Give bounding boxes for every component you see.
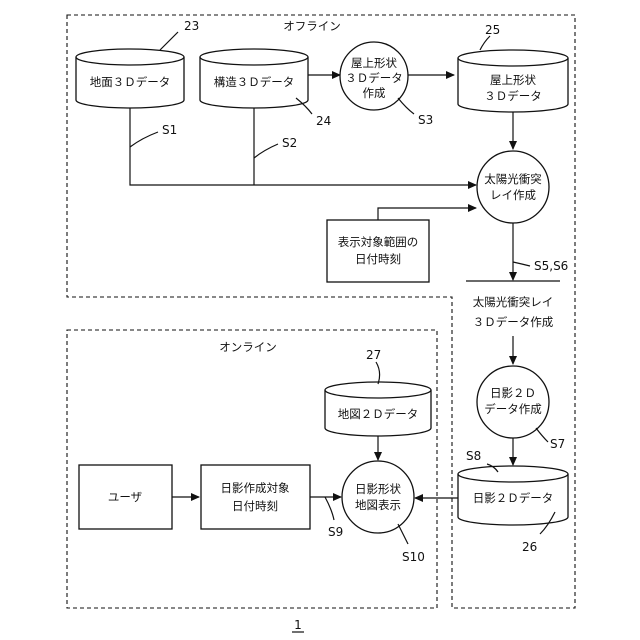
ray-make-line-2: レイ作成 [490,188,536,202]
user-label: ユーザ [108,490,142,504]
leader-s1 [130,132,158,147]
ref-s3: S3 [418,113,433,127]
roof-shape-3d-data-cylinder: 屋上形状 ３Ｄデータ [458,50,568,112]
shadow-2d-make-circle: 日影２Ｄ データ作成 [477,366,549,438]
map-2d-data-label: 地図２Ｄデータ [338,407,419,421]
shadow-make-line-1: 日影２Ｄ [490,386,536,400]
ref-s7: S7 [550,437,565,451]
ray3d-make-line-1: 太陽光衝突レイ [473,295,554,309]
user-box: ユーザ [79,465,172,529]
leader-23 [160,32,178,50]
leader-25 [480,36,490,50]
ground-3d-data-cylinder: 地面３Ｄデータ [76,49,184,108]
roof-make-line-2: ３Ｄデータ [345,71,403,85]
structure-3d-data-cylinder: 構造３Ｄデータ [200,49,308,108]
leader-s9 [325,497,334,520]
display-range-line-2: 日付時刻 [355,252,401,266]
roof-make-line-1: 屋上形状 [351,56,397,70]
leader-s2 [254,144,278,158]
shadow-target-line-1: 日影作成対象 [221,481,290,495]
roof-3d-line-2: ３Ｄデータ [484,89,542,103]
ref-23: 23 [184,19,199,33]
ref-26: 26 [522,540,537,554]
roof-shape-make-circle: 屋上形状 ３Ｄデータ 作成 [340,42,408,110]
ref-24: 24 [316,114,331,128]
roof-make-line-3: 作成 [363,86,386,100]
ref-s2: S2 [282,136,297,150]
shadow-map-display-circle: 日影形状 地図表示 [342,461,414,533]
map-2d-data-cylinder: 地図２Ｄデータ [325,382,431,436]
display-range-line-1: 表示対象範囲の [338,235,419,249]
shadow-2d-data-cylinder: 日影２Ｄデータ [458,466,568,525]
display-range-datetime-box: 表示対象範囲の 日付時刻 [327,220,429,282]
offline-region-label: オフライン [283,19,341,33]
ref-s9: S9 [328,525,343,539]
ref-27: 27 [366,348,381,362]
figure-number: 1 [294,618,302,632]
shadow-make-line-2: データ作成 [484,402,542,416]
leader-s10 [398,524,408,544]
sunlight-ray-make-circle: 太陽光衝突 レイ作成 [477,151,549,223]
online-region-label: オンライン [219,340,277,354]
shadow-map-line-2: 地図表示 [355,498,401,512]
roof-3d-line-1: 屋上形状 [490,73,536,87]
shadow-2d-data-label: 日影２Ｄデータ [473,491,554,505]
shadow-map-line-1: 日影形状 [355,482,401,496]
ref-s8: S8 [466,449,481,463]
ref-s1: S1 [162,123,177,137]
leader-s7 [536,428,548,442]
shadow-target-datetime-box: 日影作成対象 日付時刻 [201,465,310,529]
leader-s56 [513,262,530,266]
ground-3d-data-label: 地面３Ｄデータ [90,75,171,89]
ref-s10: S10 [402,550,425,564]
ray-make-line-1: 太陽光衝突 [484,172,542,186]
ref-s56: S5,S6 [534,259,568,273]
leader-s3 [398,98,414,114]
connector-range-to-ray [378,208,476,220]
ref-25: 25 [485,23,500,37]
structure-3d-data-label: 構造３Ｄデータ [214,75,295,89]
leader-27 [376,362,380,384]
shadow-target-line-2: 日付時刻 [232,499,278,513]
ray3d-make-line-2: ３Ｄデータ作成 [473,315,554,329]
